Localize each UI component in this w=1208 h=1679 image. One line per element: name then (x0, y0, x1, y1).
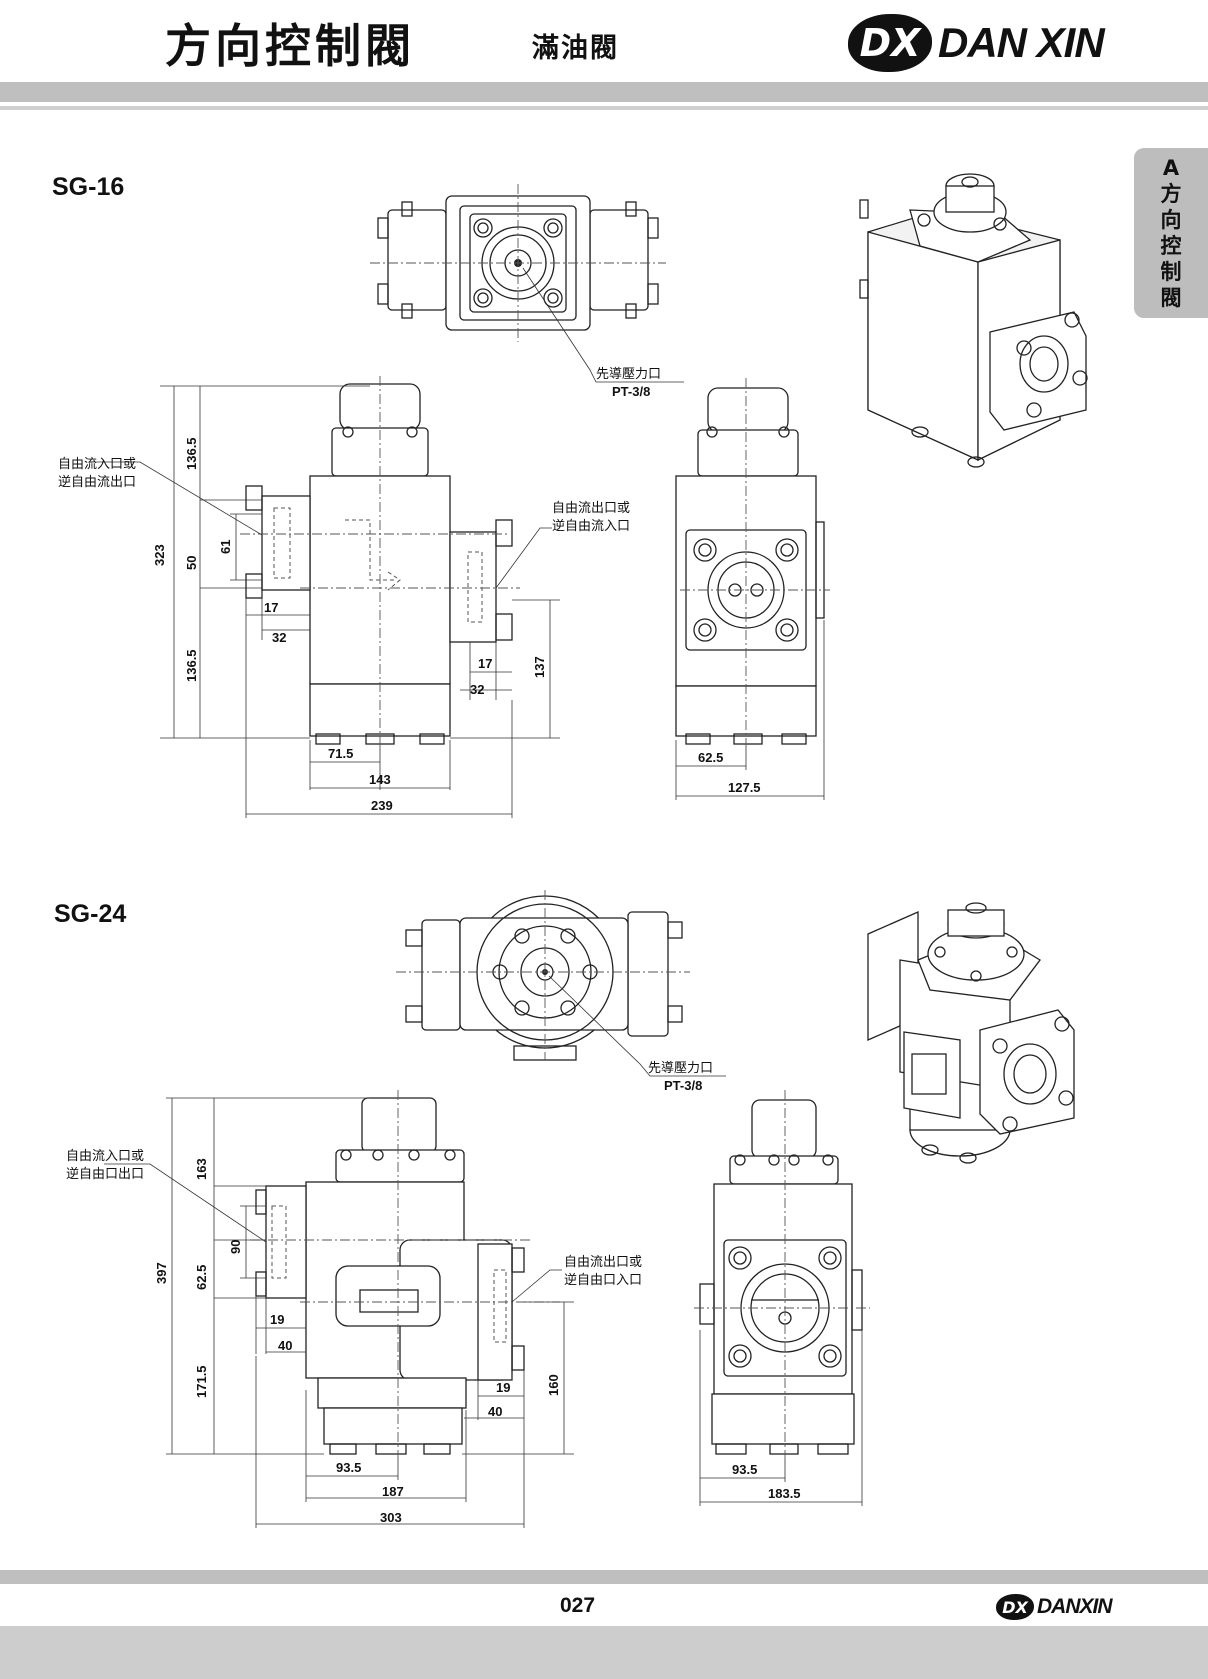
footer-bottom-band (0, 1626, 1208, 1679)
page-subtitle: 滿油閥 (532, 33, 619, 64)
section-side-tab[interactable]: A 方 向 控 制 閥 (1134, 148, 1208, 318)
sg24-dim-183-5: 183.5 (768, 1486, 801, 1501)
page-title: 方向控制閥 (165, 19, 415, 73)
model-label-sg24: SG-24 (54, 900, 127, 928)
sg16-dim-32-right: 32 (470, 682, 484, 697)
sg16-dim-17-left: 17 (264, 600, 278, 615)
sg24-dim-160: 160 (546, 1374, 561, 1396)
brand-logo: DX DAN XIN (848, 14, 1105, 72)
sg24-dim-163: 163 (194, 1158, 209, 1180)
side-tab-char: 方 (1160, 182, 1182, 206)
side-tab-char: 向 (1160, 208, 1182, 232)
sg24-dim-93-5: 93.5 (336, 1460, 361, 1475)
sg24-pilot-port-size: PT-3/8 (664, 1078, 702, 1093)
sg16-dim-17-right: 17 (478, 656, 492, 671)
sg24-dim-187: 187 (382, 1484, 404, 1499)
sg16-dim-137: 137 (532, 656, 547, 678)
footer-logo-mark: DX (996, 1594, 1034, 1620)
sg24-inlet-label-line2: 逆自由口出口 (66, 1166, 144, 1182)
sg16-top-view (370, 184, 684, 383)
sg24-dimensions (104, 1097, 574, 1528)
sg24-dim-397: 397 (154, 1262, 169, 1284)
footer-band (0, 1570, 1208, 1584)
page-number: 027 (560, 1594, 596, 1617)
footer-logo-text: DANXIN (1037, 1595, 1113, 1618)
sg16-outlet-label-line1: 自由流出口或 (552, 501, 630, 516)
sg24-side-view (694, 1090, 870, 1506)
sg16-side-view (675, 378, 830, 800)
sg16-dim-136-5-top: 136.5 (184, 437, 199, 470)
sg24-outlet-label-line2: 逆自由口入口 (564, 1272, 642, 1288)
sg16-dim-239: 239 (371, 798, 393, 813)
sg16-dim-143: 143 (369, 772, 391, 787)
sg16-dimensions (96, 385, 560, 818)
sg16-pilot-port-label: 先導壓力口 (596, 367, 661, 382)
header-band (0, 82, 1208, 102)
sg16-outlet-label-line2: 逆自由流入口 (552, 518, 630, 534)
sg16-inlet-label-line2: 逆自由流出口 (58, 474, 136, 490)
sg16-dim-50: 50 (184, 556, 199, 570)
sg24-dim-171-5: 171.5 (194, 1365, 209, 1398)
brand-logo-text: DAN XIN (938, 19, 1105, 66)
sg16-front-view (240, 376, 520, 746)
brand-logo-mark: DX (848, 14, 932, 72)
sg24-top-view (396, 890, 726, 1077)
sg24-dim-19-left: 19 (270, 1312, 284, 1327)
sg24-dim-40-right: 40 (488, 1404, 502, 1419)
side-tab-char: 制 (1160, 260, 1182, 284)
sg16-dim-61: 61 (218, 540, 233, 554)
sg16-dim-323: 323 (152, 544, 167, 566)
sg16-dim-127-5: 127.5 (728, 780, 761, 795)
sg16-pilot-port-size: PT-3/8 (612, 384, 650, 399)
sg24-dim-93-5-side: 93.5 (732, 1462, 757, 1477)
header-rule (0, 106, 1208, 110)
sg24-isometric-view (867, 902, 1075, 1164)
sg16-dim-71-5: 71.5 (328, 746, 353, 761)
sg24-dim-40-left: 40 (278, 1338, 292, 1353)
footer-logo: DX DANXIN (996, 1594, 1113, 1620)
sg16-dim-136-5-bottom: 136.5 (184, 649, 199, 682)
sg24-dim-62-5: 62.5 (194, 1265, 209, 1290)
sg24-front-view (250, 1090, 560, 1456)
sg24-dim-303: 303 (380, 1510, 402, 1525)
sg24-inlet-label-line1: 自由流入口或 (66, 1149, 144, 1164)
sg24-dim-90: 90 (228, 1240, 243, 1254)
sg16-inlet-label-line1: 自由流入口或 (58, 457, 136, 472)
sg24-outlet-label-line1: 自由流出口或 (564, 1255, 642, 1270)
side-tab-char: 控 (1160, 234, 1182, 258)
sg24-pilot-port-label: 先導壓力口 (648, 1061, 713, 1076)
side-tab-char: 閥 (1160, 286, 1182, 310)
sg16-isometric-view (859, 173, 1088, 468)
side-tab-char: A (1162, 156, 1180, 180)
model-label-sg16: SG-16 (52, 173, 125, 201)
sg24-dim-19-right: 19 (496, 1380, 510, 1395)
sg16-dim-32-left: 32 (272, 630, 286, 645)
sg16-dim-62-5: 62.5 (698, 750, 723, 765)
